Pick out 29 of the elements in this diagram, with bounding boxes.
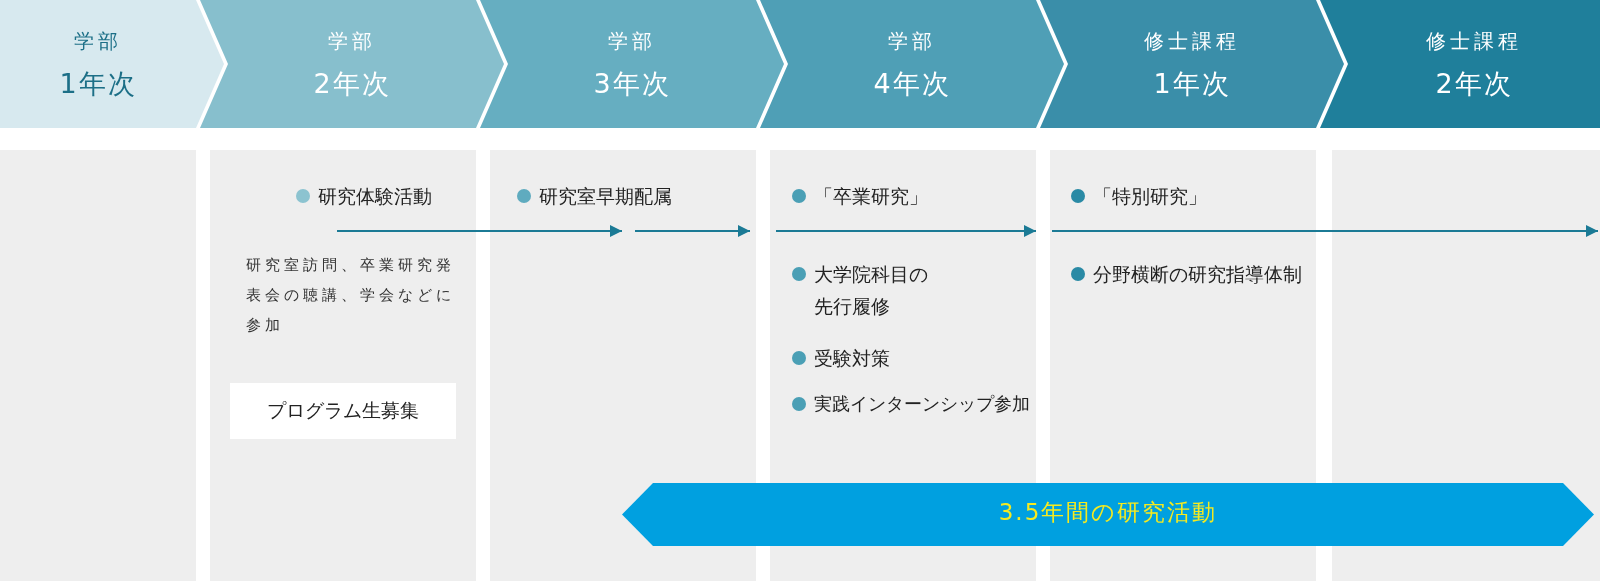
step-heading: 修士課程 bbox=[1426, 28, 1522, 55]
item-text: 受験対策 bbox=[814, 346, 890, 371]
item-text: 大学院科目の先行履修 bbox=[814, 262, 929, 319]
step-heading: 学部 bbox=[888, 28, 936, 55]
year-label: 3年次 bbox=[593, 67, 671, 101]
year-label: 4年次 bbox=[873, 67, 951, 101]
year-label: 2年次 bbox=[1435, 67, 1513, 101]
step-heading: 学部 bbox=[608, 28, 656, 55]
item-text: 分野横断の研究指導体制 bbox=[1093, 262, 1302, 287]
info-box: プログラム生募集 bbox=[230, 383, 456, 439]
column-panel bbox=[210, 150, 476, 581]
year-label: 1年次 bbox=[59, 67, 137, 101]
step-heading: 学部 bbox=[328, 28, 376, 55]
step-heading: 修士課程 bbox=[1144, 28, 1240, 55]
item-text: 研究室早期配属 bbox=[539, 184, 672, 209]
item-text: 研究体験活動 bbox=[318, 184, 432, 209]
item-text: 「特別研究」 bbox=[1093, 184, 1207, 209]
year-label: 1年次 bbox=[1153, 67, 1231, 101]
arrow bbox=[1051, 225, 1599, 237]
item-text: 「卒業研究」 bbox=[814, 184, 928, 209]
step-heading: 学部 bbox=[74, 28, 122, 55]
band-label: 3.5年間の研究活動 bbox=[998, 498, 1218, 527]
arrow bbox=[775, 225, 1037, 237]
arrow bbox=[634, 225, 751, 237]
arrow bbox=[336, 225, 623, 237]
description-text: 研究室訪問、卒業研究発表会の聴講、学会などに参加 bbox=[246, 255, 456, 336]
column-panel bbox=[490, 150, 756, 581]
year-label: 2年次 bbox=[313, 67, 391, 101]
item-text: 実践インターンシップ参加 bbox=[814, 393, 1030, 416]
